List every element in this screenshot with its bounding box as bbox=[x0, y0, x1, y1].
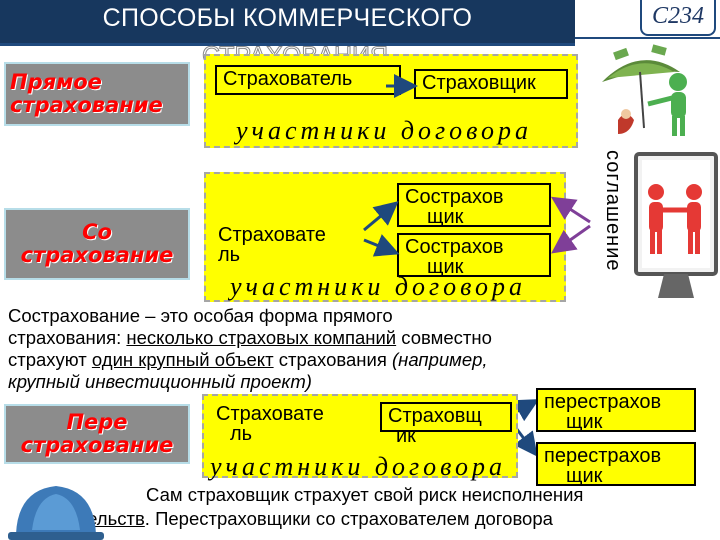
title-divider bbox=[575, 37, 720, 39]
category-co-insurance: Со страхование bbox=[4, 208, 190, 280]
coinsurer-2-line1: Сострахов bbox=[405, 236, 504, 258]
reinsurer-1-line2: щик bbox=[566, 411, 603, 433]
arrow-re-3 bbox=[513, 427, 538, 457]
definition-line-2: страхования: несколько страховых компани… bbox=[8, 327, 492, 349]
coinsurer-box-1: Сострахов щик bbox=[397, 183, 551, 227]
definition-line-3-c: страхования bbox=[273, 349, 392, 370]
definition-line-3: страхуют один крупный объект страхования… bbox=[8, 349, 488, 371]
category-direct-line2: страхование bbox=[10, 93, 163, 117]
definition-line-4: крупный инвестиционный проект) bbox=[8, 371, 312, 392]
footer-line-1: Сам страховщик страхует свой риск неиспо… bbox=[146, 484, 584, 505]
reinsurer-2-line1: перестрахов bbox=[544, 445, 662, 467]
arrow-co-2 bbox=[363, 234, 400, 257]
re-participants: участники договора bbox=[210, 452, 507, 481]
category-direct-line1: Прямое bbox=[10, 70, 102, 94]
footer-line-2-b: . Перестраховщики со страхователем догов… bbox=[144, 508, 553, 529]
category-re-line1: Пере bbox=[66, 410, 128, 434]
reinsurer-box-2: перестрахов щик bbox=[536, 442, 696, 486]
definition-line-2-c: совместно bbox=[396, 327, 492, 348]
definition-line-2-a: страхования: bbox=[8, 327, 127, 348]
re-insurant-box: Страховате ль bbox=[216, 404, 324, 444]
hard-hat-icon bbox=[8, 486, 104, 540]
re-insurant-line2: ль bbox=[230, 423, 253, 445]
re-insurer-line2: ик bbox=[396, 425, 416, 447]
co-participants: участники договора bbox=[230, 272, 527, 301]
page-code-tab: С234 bbox=[640, 0, 716, 36]
definition-line-3-a: страхуют bbox=[8, 349, 92, 370]
category-reinsurance: Пере страхование bbox=[4, 404, 190, 464]
category-direct-insurance: Прямое страхование bbox=[4, 62, 190, 126]
definition-line-2-b: несколько страховых компаний bbox=[126, 327, 397, 348]
footer-line-2: обязательств. Перестраховщики со страхов… bbox=[30, 508, 553, 530]
coinsurer-box-2: Сострахов щик bbox=[397, 233, 551, 277]
handshake-monitor-icon bbox=[634, 152, 718, 298]
co-insurant-line1: Страховате bbox=[218, 224, 326, 246]
arrow-co-1 bbox=[363, 201, 399, 232]
reinsurer-1-line1: перестрахов bbox=[544, 391, 662, 413]
insurant-box: Страхователь bbox=[215, 65, 401, 95]
category-re-line2: страхование bbox=[20, 433, 174, 457]
coinsurer-2-line2: щик bbox=[427, 256, 464, 278]
category-co-line1: Со bbox=[82, 220, 112, 244]
co-insurant-line2: ль bbox=[218, 244, 241, 266]
re-insurer-box: Страховщ ик bbox=[380, 402, 512, 446]
arrow-agreement-1 bbox=[550, 196, 591, 224]
definition-line-3-b: один крупный объект bbox=[91, 349, 274, 370]
coinsurer-1-line1: Сострахов bbox=[405, 186, 504, 208]
reinsurer-box-1: перестрахов щик bbox=[536, 388, 696, 432]
title-bar bbox=[0, 0, 575, 46]
re-insurant-line1: Страховате bbox=[216, 403, 324, 425]
page-title: СПОСОБЫ КОММЕРЧЕСКОГО bbox=[102, 4, 473, 32]
co-insurant-box: Страховате ль bbox=[218, 225, 326, 265]
money-umbrella-figure-icon bbox=[602, 44, 687, 136]
direct-participants: участники договора bbox=[236, 116, 533, 145]
arrow-re-2 bbox=[512, 399, 540, 422]
arrow-agreement-2 bbox=[551, 224, 591, 254]
coinsurer-1-line2: щик bbox=[427, 206, 464, 228]
category-co-line2: страхование bbox=[20, 243, 174, 267]
definition-line-3-d: (например, bbox=[391, 349, 488, 370]
re-insurer-line1: Страховщ bbox=[388, 405, 482, 427]
reinsurer-2-line2: щик bbox=[566, 465, 603, 487]
definition-line-1: Сострахование – это особая форма прямого bbox=[8, 305, 393, 326]
